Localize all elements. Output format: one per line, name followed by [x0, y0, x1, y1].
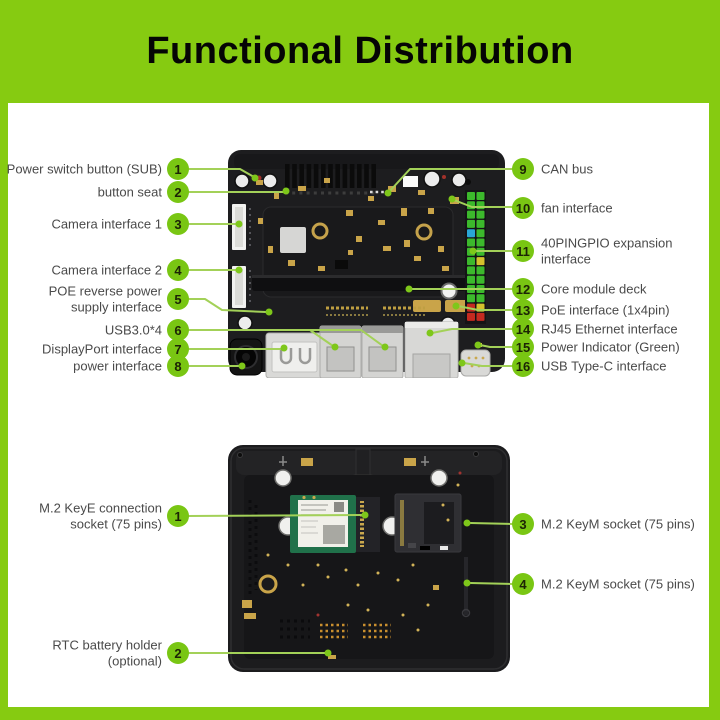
- callout-marker-9: 9: [512, 158, 534, 180]
- gold-ring-pad: [258, 574, 278, 594]
- callout-marker-b2: 2: [167, 642, 189, 664]
- callout-marker-13: 13: [512, 299, 534, 321]
- bottom-smd-components: [242, 585, 439, 659]
- callout-marker-b4: 4: [512, 573, 534, 595]
- label-rj45-ethernet: RJ45 Ethernet interface: [541, 321, 678, 337]
- label-core-module-deck: Core module deck: [541, 281, 647, 297]
- label-rtc-battery-holder: RTC battery holder (optional): [52, 637, 162, 669]
- callout-marker-10: 10: [512, 197, 534, 219]
- callout-marker-4: 4: [167, 259, 189, 281]
- label-usb-type-c: USB Type-C interface: [541, 358, 667, 374]
- callout-marker-5: 5: [167, 288, 189, 310]
- gpio-40pin-header: [465, 190, 486, 324]
- gold-dots: [266, 483, 460, 632]
- label-power-interface: power interface: [73, 358, 162, 374]
- power-switch-button: [256, 175, 262, 181]
- callout-marker-12: 12: [512, 278, 534, 300]
- m2-keye-socket: [356, 497, 380, 552]
- callout-marker-6: 6: [167, 319, 189, 341]
- callout-marker-11: 11: [512, 240, 534, 262]
- chip: [280, 227, 306, 253]
- label-button-seat: button seat: [97, 184, 162, 200]
- label-m2-keye-socket: M.2 KeyE connection socket (75 pins): [39, 500, 162, 532]
- callout-marker-2: 2: [167, 181, 189, 203]
- label-gpio-expansion: 40PINGPIO expansion interface: [541, 235, 673, 267]
- core-module-deck: [262, 206, 454, 298]
- rj45-port: [404, 321, 459, 378]
- power-indicator-led: [476, 343, 482, 347]
- label-can-bus: CAN bus: [541, 161, 594, 177]
- fan-connector: [450, 197, 459, 204]
- screw-marks: [279, 456, 429, 466]
- page-title: Functional Distribution: [146, 30, 574, 72]
- label-poe-interface: PoE interface (1x4pin): [541, 302, 670, 318]
- callout-marker-15: 15: [512, 336, 534, 358]
- label-usb3: USB3.0*4: [104, 322, 162, 338]
- label-fan-interface: fan interface: [541, 200, 613, 216]
- rtc-battery-pads: [320, 623, 391, 639]
- label-m2-keym-socket-2: M.2 KeyM socket (75 pins): [541, 576, 695, 592]
- m2-keym-module: [394, 493, 462, 553]
- label-poe-reverse-power: POE reverse power supply interface: [48, 283, 162, 315]
- callout-marker-1: 1: [167, 158, 189, 180]
- button-seat-header: [285, 164, 378, 195]
- callout-marker-14: 14: [512, 318, 534, 340]
- label-camera-interface-1: Camera interface 1: [51, 216, 162, 232]
- label-m2-keym-socket-1: M.2 KeyM socket (75 pins): [541, 516, 695, 532]
- deck-screw: [440, 282, 458, 300]
- callout-marker-b3: 3: [512, 513, 534, 535]
- usb3-stack-2: [361, 325, 404, 378]
- header-band: Functional Distribution: [0, 0, 720, 103]
- usb-c-port: [460, 349, 491, 377]
- m2-keye-card: [290, 495, 356, 553]
- label-displayport: DisplayPort interface: [42, 341, 162, 357]
- callout-marker-7: 7: [167, 338, 189, 360]
- callout-marker-3: 3: [167, 213, 189, 235]
- callout-marker-16: 16: [512, 355, 534, 377]
- label-power-indicator: Power Indicator (Green): [541, 339, 680, 355]
- poe-connector: [413, 300, 467, 312]
- displayport-port: [265, 332, 324, 378]
- usb3-stack-1: [319, 325, 362, 378]
- sodimm-slot: [252, 275, 466, 291]
- callout-marker-b1: 1: [167, 505, 189, 527]
- label-camera-interface-2: Camera interface 2: [51, 262, 162, 278]
- barrel-jack-power-port: [229, 338, 263, 376]
- vent-hole-grid: [280, 619, 310, 639]
- label-power-switch-button: Power switch button (SUB): [6, 161, 162, 177]
- callout-marker-8: 8: [167, 355, 189, 377]
- camera-connector-2: [232, 266, 251, 308]
- bottom-board-image: [228, 445, 510, 672]
- top-board-image: [228, 150, 505, 378]
